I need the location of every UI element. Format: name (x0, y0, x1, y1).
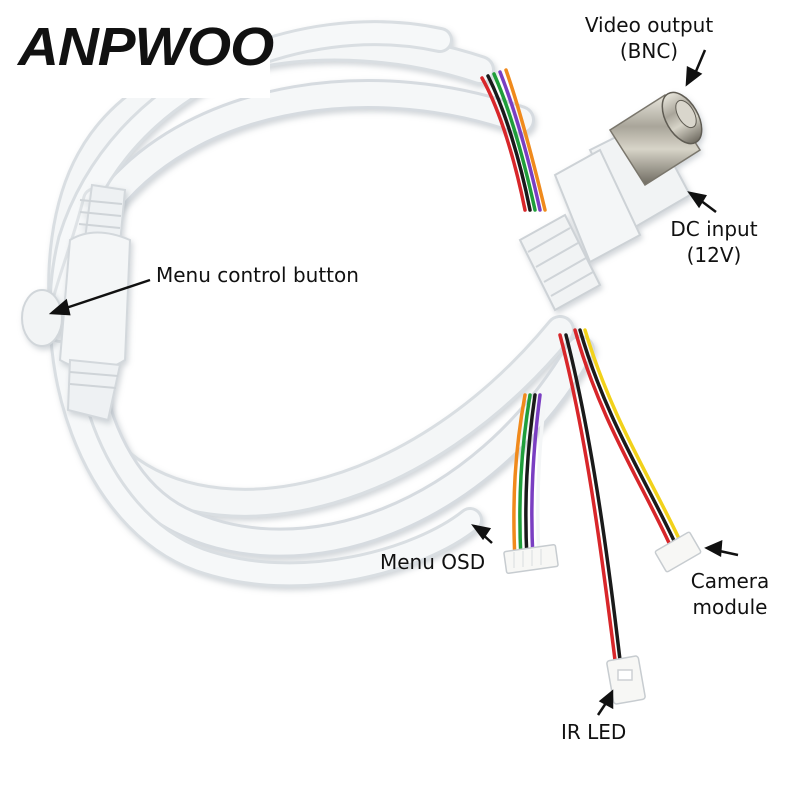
menu-control-button-housing (21, 183, 132, 422)
ir-led-connector (606, 655, 646, 705)
label-camera-module-line2: module (692, 595, 768, 619)
label-camera-module: Camera module (680, 568, 780, 620)
label-dc-input: DC input (12V) (664, 216, 764, 268)
wires-lower-bundle (512, 328, 684, 662)
label-video-output-line2: (BNC) (619, 39, 679, 63)
label-video-output: Video output (BNC) (574, 12, 724, 64)
label-dc-input-line2: (12V) (686, 243, 742, 267)
label-menu-osd: Menu OSD (380, 550, 486, 574)
label-video-output-line1: Video output (584, 13, 714, 37)
white-cable-coil (47, 20, 595, 588)
label-dc-input-line1: DC input (670, 217, 758, 241)
label-menu-control-button: Menu control button (156, 263, 359, 287)
wires-top-bundle (480, 68, 547, 212)
menu-osd-connector (503, 543, 559, 575)
brand-logo-area: ANPWOO (0, 0, 274, 98)
brand-logo: ANPWOO (18, 17, 274, 77)
label-ir-led: IR LED (561, 720, 627, 744)
bnc-connector (518, 91, 703, 312)
camera-module-connector (654, 531, 702, 573)
annotation-arrows (48, 49, 739, 716)
label-camera-module-line1: Camera (690, 569, 770, 593)
